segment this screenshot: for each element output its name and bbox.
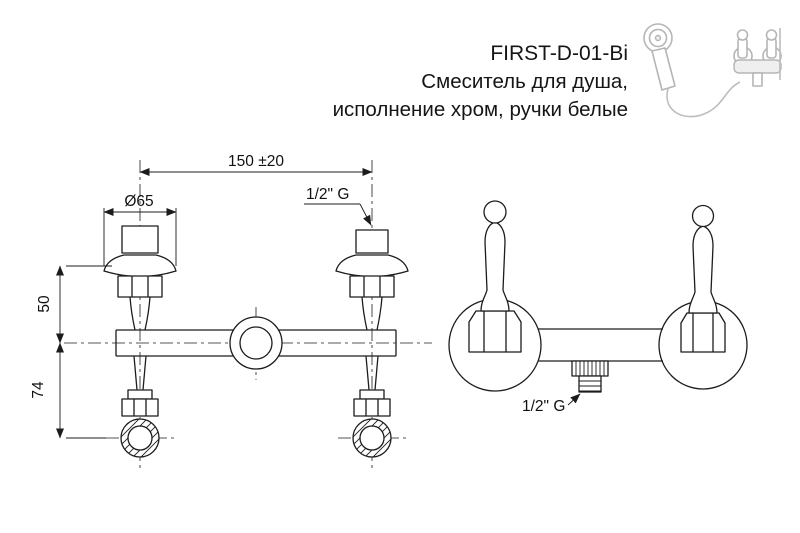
front-view-drawing: 150 ±20 Ø65 1/2" G 50 74 <box>30 153 432 492</box>
model-code: FIRST-D-01-Bi <box>490 42 628 65</box>
mixer-body <box>115 316 397 370</box>
description-line-1: Смеситель для душа, <box>421 70 628 93</box>
dim-diameter-label: Ø65 <box>124 193 153 210</box>
right-wall-connector <box>335 229 409 492</box>
body-bar <box>538 328 663 362</box>
outlet-dimension: 1/2" G <box>522 393 581 415</box>
left-wall-connector <box>103 225 177 458</box>
dim-thread-label-front: 1/2" G <box>306 186 349 203</box>
side-view-drawing: 1/2" G <box>448 200 748 415</box>
left-handle-ball <box>483 200 507 224</box>
product-photo-sketch <box>643 23 782 118</box>
right-handle-ball <box>691 204 715 228</box>
left-handle <box>468 200 522 353</box>
dim-thread-label-side: 1/2" G <box>522 398 565 415</box>
dim-spacing-label: 150 ±20 <box>228 153 284 170</box>
dim-wall-offset-label: 50 <box>36 295 53 313</box>
product-photo <box>630 14 786 132</box>
description-line-2: исполнение хром, ручки белые <box>332 98 628 121</box>
right-handle <box>680 204 726 353</box>
dimensions: 150 ±20 Ø65 1/2" G 50 74 <box>30 153 373 439</box>
title-block: FIRST-D-01-Bi Смеситель для душа, исполн… <box>333 40 628 124</box>
hose-outlet <box>571 360 609 393</box>
dim-handle-offset-label: 74 <box>30 381 47 399</box>
